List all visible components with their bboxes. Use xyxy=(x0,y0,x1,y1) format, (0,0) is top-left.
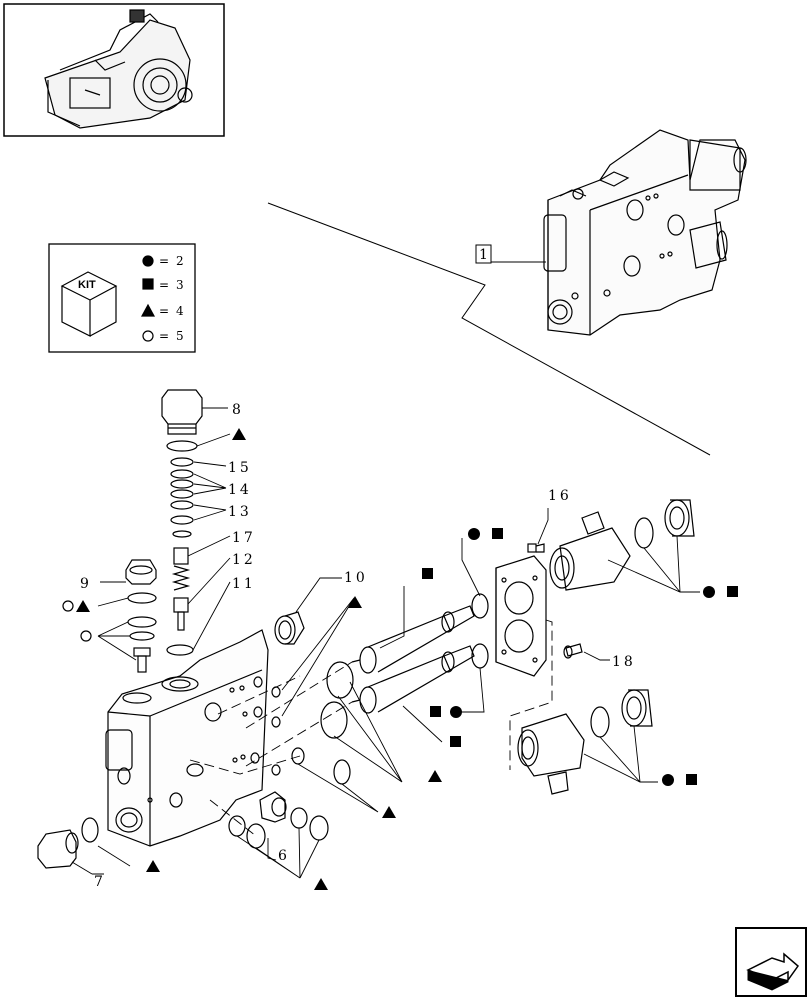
legend-eq-2: = xyxy=(159,278,169,292)
kit-box-icon xyxy=(60,271,118,337)
callout-6[interactable]: 6 xyxy=(278,848,290,864)
legend-eq-1: = xyxy=(159,254,169,268)
callout-17[interactable]: 17 xyxy=(232,530,256,546)
spool-lower[interactable] xyxy=(351,645,475,714)
plug-8[interactable] xyxy=(161,389,203,435)
solenoid-upper[interactable] xyxy=(549,499,695,591)
callout-7[interactable]: 7 xyxy=(94,874,106,890)
leader-lines xyxy=(71,407,700,879)
seal-11 xyxy=(166,644,194,656)
plug-6[interactable] xyxy=(259,791,287,823)
legend-value-4: 5 xyxy=(176,329,184,343)
thumbnail-frame[interactable] xyxy=(3,3,225,137)
transmission-housing-thumbnail-icon xyxy=(44,9,193,129)
next-page-button[interactable] xyxy=(735,927,807,997)
kit-markers xyxy=(62,428,738,890)
valve-body[interactable] xyxy=(105,629,269,847)
spool-upper[interactable] xyxy=(351,605,475,674)
screw-part[interactable] xyxy=(133,647,151,673)
legend-ring-icon xyxy=(142,330,154,342)
next-page-arrow-icon xyxy=(746,952,800,991)
plug-7[interactable] xyxy=(37,829,79,869)
gasket-plate[interactable] xyxy=(495,555,547,677)
bolt-18[interactable] xyxy=(563,643,583,659)
break-line xyxy=(267,202,711,456)
callout-13[interactable]: 13 xyxy=(228,504,252,520)
callout-15[interactable]: 15 xyxy=(228,460,252,476)
bolt-16[interactable] xyxy=(527,543,545,553)
kit-label: KIT xyxy=(78,279,96,291)
legend-value-2: 3 xyxy=(176,278,184,292)
callout-14[interactable]: 14 xyxy=(228,482,252,498)
callout-1-box[interactable] xyxy=(475,244,546,264)
legend-square-icon xyxy=(142,278,154,290)
legend-value-3: 4 xyxy=(176,304,184,318)
spring-17[interactable] xyxy=(171,547,191,591)
legend-circle-icon xyxy=(142,255,154,267)
callout-16[interactable]: 16 xyxy=(548,488,572,504)
callout-18[interactable]: 18 xyxy=(612,654,636,670)
piston-12[interactable] xyxy=(173,597,189,631)
plug-9[interactable] xyxy=(125,559,157,585)
callout-1[interactable]: 1 xyxy=(479,247,491,263)
callout-11[interactable]: 11 xyxy=(232,576,256,592)
callout-12[interactable]: 12 xyxy=(232,552,256,568)
callout-10[interactable]: 10 xyxy=(344,570,368,586)
callout-9[interactable]: 9 xyxy=(80,576,92,592)
legend-eq-4: = xyxy=(159,329,169,343)
callout-8[interactable]: 8 xyxy=(232,402,244,418)
valve-assembly-view xyxy=(543,129,747,336)
fitting-10[interactable] xyxy=(274,611,305,645)
legend-eq-3: = xyxy=(159,304,169,318)
legend-value-1: 2 xyxy=(176,254,184,268)
seal-stack xyxy=(166,440,198,538)
kit-legend xyxy=(48,243,196,353)
dashed-guides xyxy=(189,619,553,837)
legend-triangle-icon xyxy=(140,303,156,317)
